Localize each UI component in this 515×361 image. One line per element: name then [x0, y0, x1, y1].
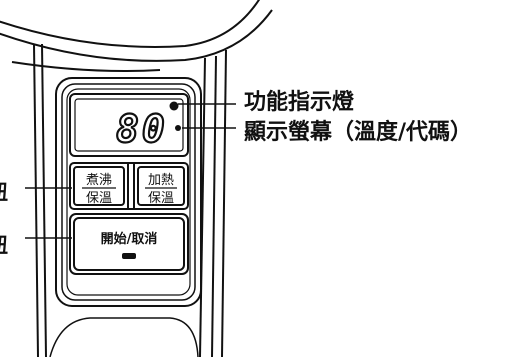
display-dot — [175, 125, 181, 131]
heat-keep-warm-button[interactable]: 加熱 保溫 — [137, 166, 185, 206]
indicator-light-callout: 功能指示燈 — [244, 90, 355, 115]
heat-label: 加熱 — [148, 173, 174, 188]
kettle-rim — [0, 0, 273, 72]
cut-callout-1: 扭 — [0, 176, 8, 205]
handle-bottom — [49, 317, 199, 358]
heat-keep-warm-label: 保溫 — [148, 191, 174, 206]
start-cancel-label: 開始/取消 — [101, 231, 158, 247]
control-panel — [55, 77, 202, 307]
display-screen — [69, 93, 189, 157]
display-screen-callout: 顯示螢幕（溫度/代碼） — [244, 120, 473, 145]
button-frames — [69, 162, 189, 275]
start-cancel-button[interactable]: 開始/取消 — [73, 217, 185, 271]
cut-callout-2: 扭 — [0, 229, 8, 258]
leader-lines — [25, 103, 236, 239]
indicator-light — [169, 101, 179, 111]
display-digits: 80 — [116, 107, 168, 151]
keep-warm-label: 保溫 — [86, 191, 112, 206]
boil-keep-warm-button[interactable]: 煮沸 保溫 — [73, 166, 125, 206]
handle-body — [33, 43, 227, 358]
start-indicator-led — [122, 253, 136, 259]
boil-label: 煮沸 — [86, 173, 112, 188]
